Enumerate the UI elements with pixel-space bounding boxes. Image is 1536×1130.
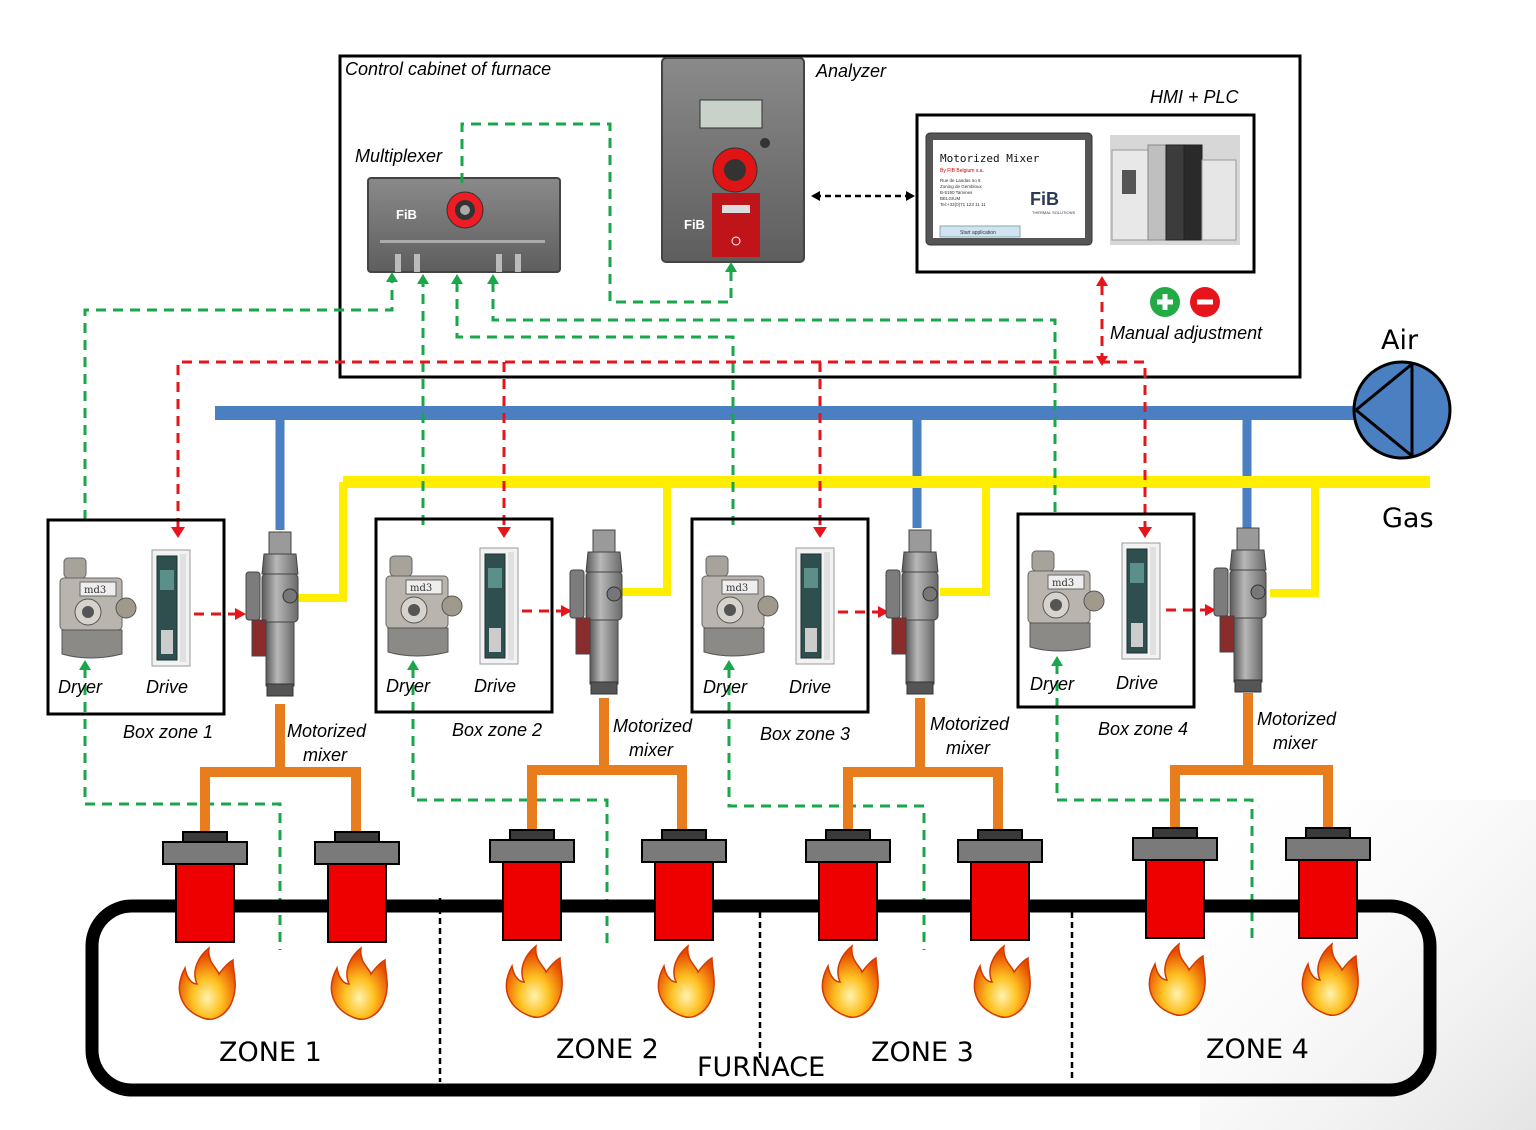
control-cabinet-label: Control cabinet of furnace bbox=[345, 59, 551, 79]
air-label: Air bbox=[1381, 325, 1419, 356]
green-arrowheads bbox=[79, 262, 1063, 670]
gas-branch-4 bbox=[1270, 482, 1319, 597]
multiplexer-label: Multiplexer bbox=[355, 146, 443, 166]
box-zone-label: Box zone 2 bbox=[452, 720, 542, 740]
burner bbox=[314, 831, 400, 943]
box-zone-1: Dryer Drive Box zone 1 bbox=[46, 518, 226, 742]
flame-icon bbox=[178, 947, 236, 1020]
burner bbox=[1285, 827, 1371, 939]
furnace-body bbox=[85, 899, 1437, 1097]
plus-icon[interactable] bbox=[1150, 287, 1180, 317]
flame-icon bbox=[330, 947, 388, 1020]
zone-label: ZONE 1 bbox=[219, 1037, 322, 1068]
mixer-label: Motorized bbox=[930, 714, 1010, 734]
mixture-pipes bbox=[200, 693, 1333, 840]
drive-label: Drive bbox=[1116, 673, 1158, 693]
drive-label: Drive bbox=[789, 677, 831, 697]
zone-label: ZONE 4 bbox=[1206, 1034, 1309, 1065]
mixer-label: Motorized bbox=[1257, 709, 1337, 729]
hmi-start-button[interactable]: Start application bbox=[960, 230, 996, 236]
hmi-screen-line: BELGIUM bbox=[940, 196, 961, 201]
box-zone-4: Dryer Drive Box zone 4 bbox=[1016, 512, 1196, 739]
mixer-label: Motorized bbox=[613, 716, 693, 736]
analyzer-logo: FiB bbox=[684, 217, 705, 232]
mixer-label: mixer bbox=[946, 738, 991, 758]
drive-label: Drive bbox=[474, 676, 516, 696]
gas-label: Gas bbox=[1382, 503, 1434, 534]
hmi-screen-line: B-5190 Tamines bbox=[940, 190, 973, 195]
hmi-plc-frame bbox=[915, 113, 1256, 274]
dryer-label: Dryer bbox=[386, 676, 431, 696]
burner bbox=[489, 829, 575, 941]
analyzer-label: Analyzer bbox=[815, 61, 887, 81]
box-zone-3: Dryer Drive Box zone 3 bbox=[690, 517, 870, 744]
red-signal-lines bbox=[176, 285, 1206, 616]
motorized-mixer-1 bbox=[245, 531, 299, 697]
hmi-screen-subtitle: By FIB Belgium s.a. bbox=[940, 168, 984, 174]
dryer-label: Dryer bbox=[58, 677, 103, 697]
red-arrowheads bbox=[171, 276, 1216, 620]
hmi-screen: Motorized Mixer By FIB Belgium s.a. Rue … bbox=[925, 132, 1093, 246]
analyzer-device: FiB bbox=[661, 57, 805, 263]
hmi-screen-line: Zoning de Gembloux bbox=[940, 184, 983, 189]
burner bbox=[1132, 827, 1218, 939]
burner bbox=[957, 829, 1043, 941]
plc-device bbox=[1110, 135, 1240, 245]
flame-icon bbox=[505, 945, 563, 1018]
flame-icon bbox=[973, 945, 1031, 1018]
hmi-screen-line: Tel:+32(0)71 123 11 11 bbox=[940, 202, 986, 207]
gas-branch-2 bbox=[622, 482, 671, 596]
multiplexer-device: FiB bbox=[367, 177, 561, 273]
burner bbox=[641, 829, 727, 941]
hmi-plc-label: HMI + PLC bbox=[1150, 87, 1240, 107]
gas-branch-3 bbox=[940, 482, 990, 596]
hmi-screen-line: Rue de Landas no 6 bbox=[940, 178, 981, 183]
mixer-label: mixer bbox=[1273, 733, 1318, 753]
box-zone-label: Box zone 4 bbox=[1098, 719, 1188, 739]
gas-branch-1 bbox=[298, 482, 347, 602]
manual-adjustment-label: Manual adjustment bbox=[1110, 323, 1263, 343]
multiplexer-logo: FiB bbox=[396, 207, 417, 222]
box-zone-label: Box zone 1 bbox=[123, 722, 213, 742]
zone-dividers bbox=[438, 898, 1074, 1082]
zone-label: ZONE 2 bbox=[556, 1034, 659, 1065]
drive-label: Drive bbox=[146, 677, 188, 697]
furnace-label: FURNACE bbox=[697, 1052, 825, 1083]
flame-icon bbox=[657, 945, 715, 1018]
zone-label: ZONE 3 bbox=[871, 1037, 974, 1068]
minus-icon[interactable] bbox=[1190, 287, 1220, 317]
motorized-mixer-2 bbox=[569, 529, 623, 695]
box-zone-2: Dryer Drive Box zone 2 bbox=[374, 517, 554, 740]
hmi-logo: FiB bbox=[1030, 189, 1059, 209]
mixer-label: mixer bbox=[303, 745, 348, 765]
dryer-label: Dryer bbox=[1030, 674, 1075, 694]
box-zone-label: Box zone 3 bbox=[760, 724, 850, 744]
flame-icon bbox=[1148, 943, 1206, 1016]
dryer-label: Dryer bbox=[703, 677, 748, 697]
burner bbox=[162, 831, 248, 943]
motorized-mixer-3 bbox=[885, 529, 939, 695]
control-cabinet-frame bbox=[338, 54, 1302, 379]
mixer-label: mixer bbox=[629, 740, 674, 760]
hmi-logo-sub: THERMAL SOLUTIONS bbox=[1032, 210, 1076, 215]
green-signal-lines bbox=[83, 122, 1254, 950]
hmi-screen-title: Motorized Mixer bbox=[940, 152, 1040, 165]
mixer-label: Motorized bbox=[287, 721, 367, 741]
burner bbox=[805, 829, 891, 941]
fan-icon bbox=[1352, 360, 1452, 460]
motorized-mixer-4 bbox=[1213, 527, 1267, 693]
flame-icon bbox=[821, 945, 879, 1018]
